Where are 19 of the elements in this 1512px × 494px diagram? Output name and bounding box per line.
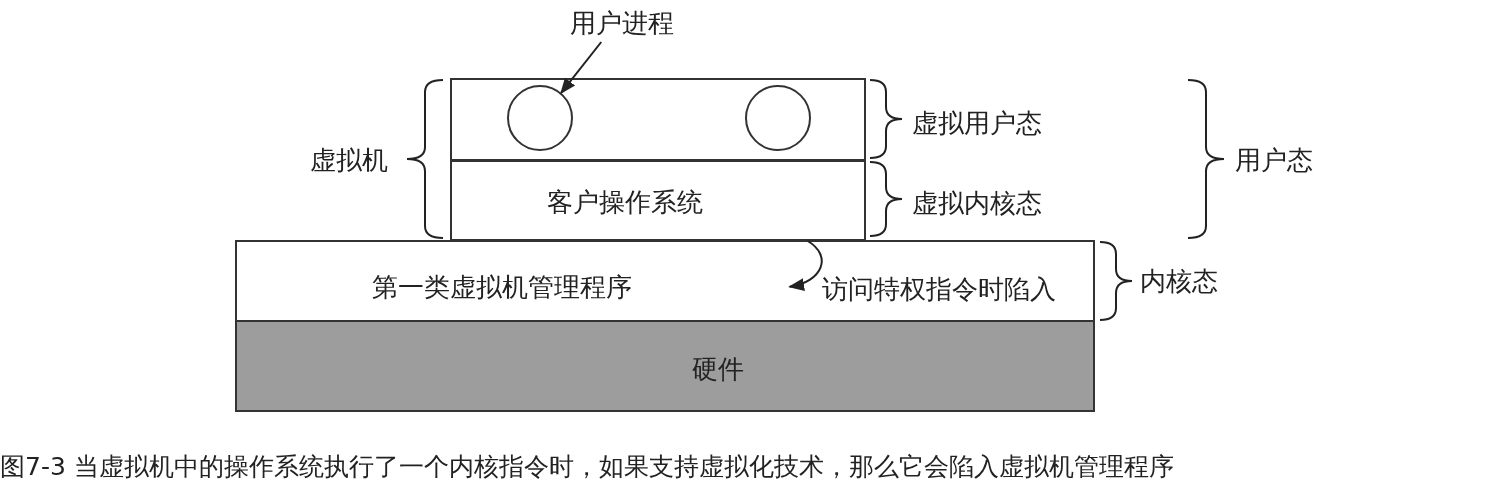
process-circle	[507, 85, 573, 151]
process-circle	[745, 85, 811, 151]
guest-os-layer	[450, 160, 866, 241]
hardware-layer	[235, 320, 1095, 412]
layer-title: 客户操作系统	[547, 187, 703, 217]
brace-label: 虚拟用户态	[912, 108, 1042, 138]
process-label: 用户进程	[570, 8, 695, 42]
figure-caption: 图7-3 当虚拟机中的操作系统执行了一个内核指令时，如果支持虚拟化技术，那么它会陷入虚拟机管理程序	[0, 452, 1174, 482]
brace-label: 虚拟机	[310, 145, 388, 175]
user-mode-layer	[450, 78, 866, 161]
brace-label: 虚拟内核态	[912, 188, 1042, 218]
brace-label: 用户态	[1235, 145, 1313, 175]
hypervisor-layer	[235, 240, 1095, 322]
trap-label: 访问特权指令时陷入	[822, 274, 1056, 304]
arrow	[560, 41, 603, 95]
brace-label: 内核态	[1140, 266, 1218, 296]
arrow	[788, 240, 823, 290]
layer-title: 第一类虚拟机管理程序	[372, 272, 632, 302]
layer-title: 硬件	[692, 354, 744, 384]
